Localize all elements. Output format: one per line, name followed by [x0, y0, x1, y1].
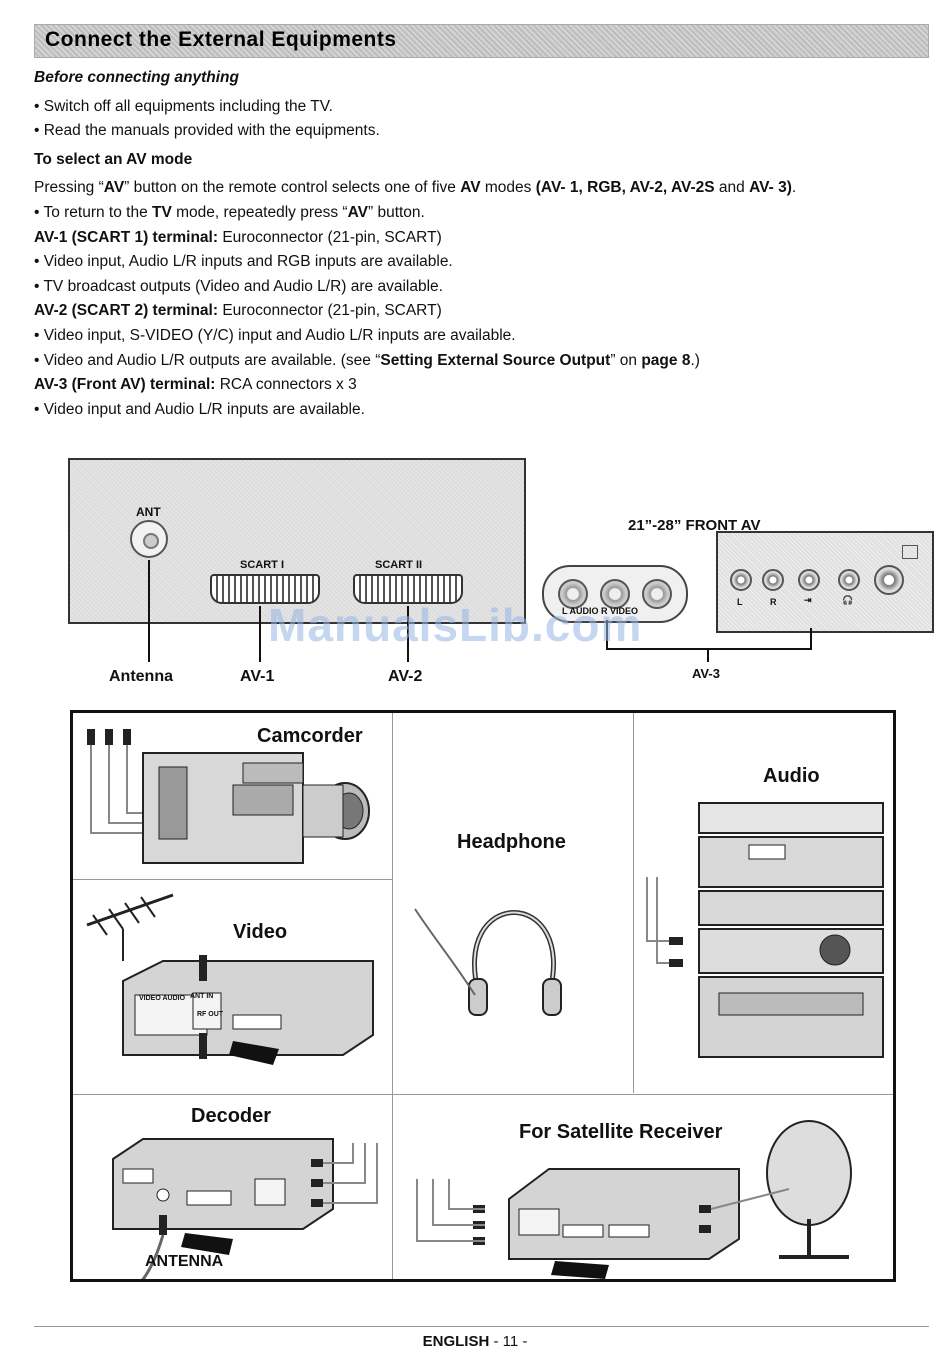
avmode-line1: Pressing “AV” button on the remote contr…	[34, 179, 797, 197]
list-item: • Video input, Audio L/R inputs and RGB …	[34, 253, 453, 271]
av1-label: AV-1	[240, 668, 275, 685]
antenna-socket-icon	[130, 520, 168, 558]
vcr-label: RF OUT	[197, 1011, 224, 1018]
scart2-connector-icon	[353, 574, 463, 604]
vcr-label: VIDEO AUDIO	[139, 995, 186, 1002]
footer: ENGLISH - 11 -	[0, 1333, 950, 1350]
antenna-label: ANTENNA	[145, 1253, 224, 1270]
rca-r-icon	[600, 579, 630, 609]
page-number: - 11 -	[489, 1333, 528, 1350]
divider	[73, 1094, 893, 1095]
list-item: • Video and Audio L/R outputs are availa…	[34, 351, 700, 369]
footer-language: ENGLISH	[422, 1333, 490, 1350]
ant-label: ANT	[136, 505, 161, 519]
rca-l-icon	[558, 579, 588, 609]
list-item: • Video input and Audio L/R inputs are a…	[34, 400, 365, 418]
av3-bracket-right	[810, 628, 812, 650]
list-item: • Switch off all equipments including th…	[34, 97, 333, 115]
rca-labels: L AUDIO R VIDEO	[562, 606, 639, 616]
audio-title: Audio	[763, 765, 820, 787]
scart2-label: SCART II	[375, 559, 423, 571]
decoder-icon	[112, 1138, 378, 1279]
jack-video-icon	[798, 569, 820, 591]
avmode-line2: • To return to the TV mode, repeatedly p…	[34, 203, 425, 221]
divider	[392, 713, 393, 1279]
footer-rule	[34, 1326, 929, 1327]
av3-bracket-left	[606, 620, 608, 650]
av2-label: AV-2	[388, 668, 423, 685]
rca-connector-group	[542, 565, 688, 623]
jack-label: R	[770, 597, 777, 607]
jack-l-icon	[730, 569, 752, 591]
title-bar: Connect the External Equipments	[34, 24, 929, 58]
av2-line	[407, 606, 409, 662]
front-av-panel: L R ⇥ 🎧	[716, 531, 934, 633]
jack-r-icon	[762, 569, 784, 591]
list-item: • Video input, S-VIDEO (Y/C) input and A…	[34, 326, 516, 344]
rca-video-icon	[642, 579, 672, 609]
camcorder-icon	[87, 729, 370, 864]
video-title: Video	[233, 921, 288, 943]
list-item: • Read the manuals provided with the equ…	[34, 122, 380, 140]
camcorder-title: Camcorder	[257, 725, 363, 747]
front-av-label: 21”-28” FRONT AV	[628, 517, 761, 534]
headphone-title: Headphone	[457, 831, 566, 853]
scart1-label: SCART I	[240, 559, 284, 571]
av3-line	[707, 648, 709, 662]
jack-label: 🎧	[842, 595, 854, 605]
equipment-grid: Camcorder Video VIDEO AUDIO ANT IN RF OU…	[70, 710, 896, 1282]
instructions: Before connecting anything • Switch off …	[34, 66, 924, 422]
antenna-line	[148, 560, 150, 662]
satellite-title: For Satellite Receiver	[519, 1121, 723, 1143]
av2-heading: AV-2 (SCART 2) terminal: Euroconnector (…	[34, 302, 442, 320]
list-item: • TV broadcast outputs (Video and Audio …	[34, 277, 443, 295]
page-title: Connect the External Equipments	[45, 28, 397, 51]
vcr-label: ANT IN	[190, 993, 214, 1000]
decoder-title: Decoder	[191, 1105, 272, 1127]
av1-heading: AV-1 (SCART 1) terminal: Euroconnector (…	[34, 228, 442, 246]
jack-headphone-icon	[838, 569, 860, 591]
avmode-heading: To select an AV mode	[34, 150, 193, 168]
jack-label: ⇥	[804, 595, 812, 605]
av3-heading: AV-3 (Front AV) terminal: RCA connectors…	[34, 376, 357, 394]
antenna-label: Antenna	[109, 668, 173, 685]
av1-line	[259, 606, 261, 662]
divider	[633, 713, 634, 1093]
jack-svideo-icon	[874, 565, 904, 595]
scart1-connector-icon	[210, 574, 320, 604]
vcr-icon	[86, 893, 374, 1065]
watermark: ManualsLib.com	[268, 599, 643, 651]
jack-label: L	[737, 597, 743, 607]
satellite-receiver-icon	[416, 1120, 852, 1279]
headphone-icon	[414, 908, 562, 1016]
av3-bracket	[606, 648, 812, 650]
divider	[73, 879, 392, 880]
av3-label: AV-3	[692, 666, 720, 681]
audio-system-icon	[646, 802, 884, 1058]
power-indicator-icon	[902, 545, 918, 559]
before-heading: Before connecting anything	[34, 69, 239, 86]
